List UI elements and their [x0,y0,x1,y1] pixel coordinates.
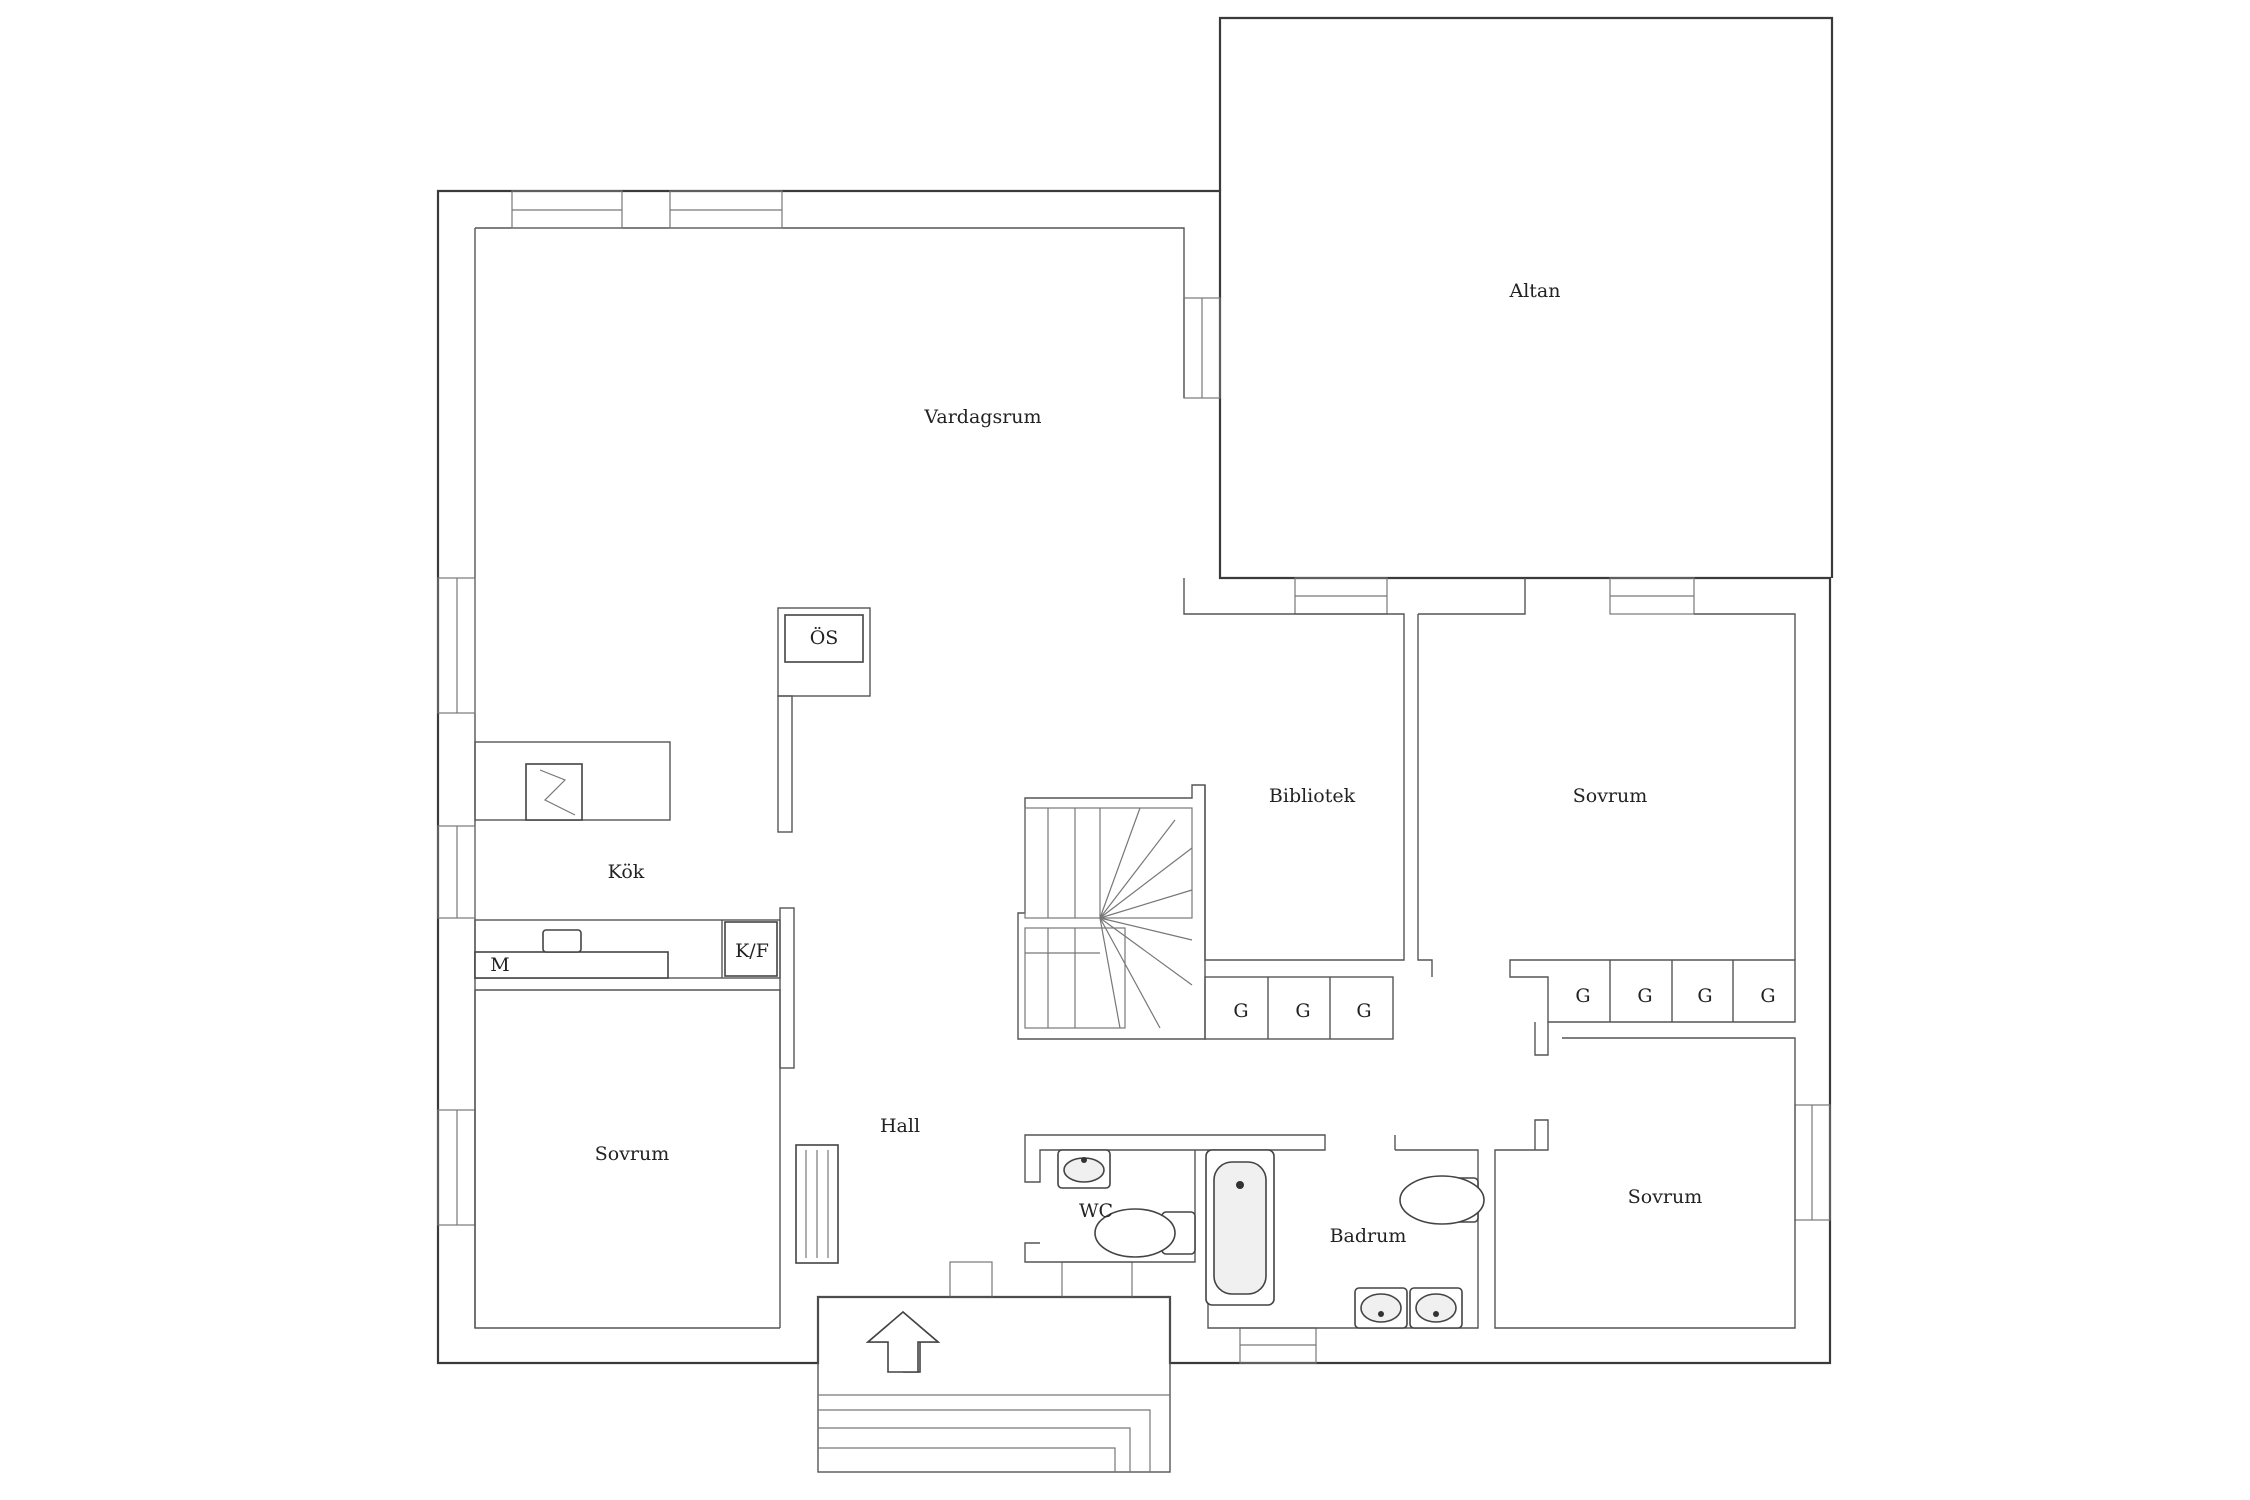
room-label-sovrum-west: Sovrum [595,1143,670,1165]
entrance-arrow-icon [865,1310,941,1373]
wc-sink-icon [1057,1149,1111,1189]
badrum-sink-right-icon [1409,1287,1463,1329]
microwave-icon [474,951,669,979]
room-label-altan: Altan [1509,280,1561,302]
stove-icon [525,763,583,821]
room-label-vardagsrum: Vardagsrum [923,406,1041,428]
room-label-sovrum-southeast: Sovrum [1628,1186,1703,1208]
fireplace-icon [784,614,864,663]
radiator-icon [795,1144,839,1264]
badrum-sink-left-icon [1354,1287,1408,1329]
fixture-label-microwave: M [490,954,509,976]
entrance-steps [817,1296,1171,1473]
outer-walls [436,189,1832,1365]
wardrobe-label: G [1356,1000,1371,1022]
room-label-hall: Hall [880,1115,920,1137]
room-label-sovrum-east: Sovrum [1573,785,1648,807]
wardrobe-label: G [1575,985,1590,1007]
fixture-label-kyl-frys: K/F [735,940,769,962]
bathtub-icon [1205,1149,1275,1306]
wardrobe-label: G [1697,985,1712,1007]
room-label-kok: Kök [608,861,645,883]
wardrobe-label: G [1295,1000,1310,1022]
wardrobe-label: G [1233,1000,1248,1022]
badrum-toilet-icon [1399,1175,1485,1225]
staircase [1024,807,1193,1029]
terrace-outline [1218,16,1834,578]
room-label-badrum: Badrum [1330,1225,1407,1247]
kitchen-sink-icon [542,929,582,953]
wc-toilet-icon [1094,1208,1196,1258]
fridge-freezer-icon [724,921,778,977]
room-label-bibliotek: Bibliotek [1269,785,1356,807]
room-label-wc: WC [1079,1200,1113,1222]
windows [437,190,1831,1364]
fixture-label-oppen-spis: ÖS [810,626,839,649]
wardrobe-label: G [1637,985,1652,1007]
wardrobe-label: G [1760,985,1775,1007]
